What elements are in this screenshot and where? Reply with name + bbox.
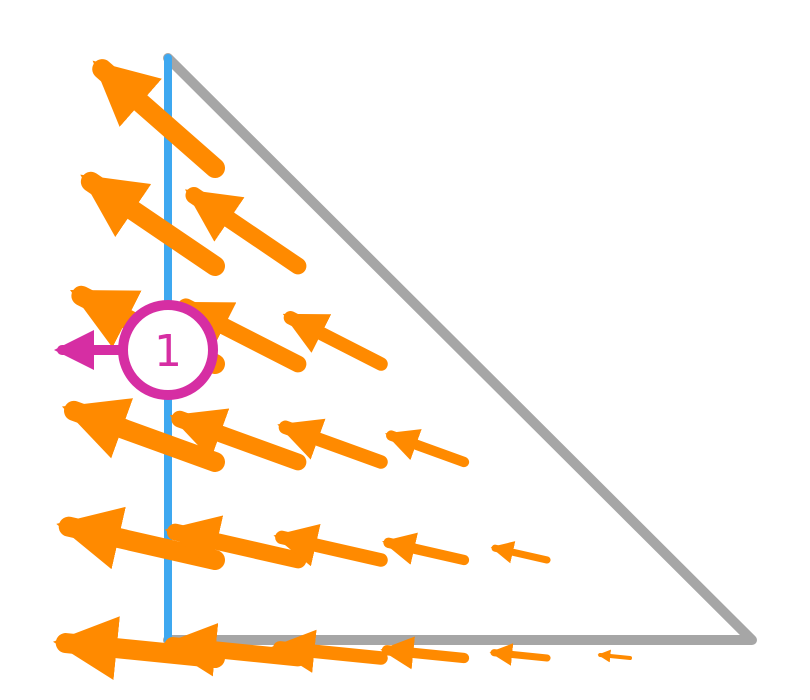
field-arrow bbox=[385, 429, 470, 468]
field-arrow bbox=[282, 311, 388, 371]
field-arrow bbox=[92, 59, 225, 178]
field-arrow bbox=[380, 636, 470, 670]
field-arrow bbox=[490, 541, 551, 564]
field-arrow bbox=[277, 418, 388, 469]
numbered-badge bbox=[118, 300, 218, 400]
field-arrow bbox=[597, 649, 632, 663]
field-arrow bbox=[273, 523, 388, 567]
triangle-hypotenuse-edge bbox=[163, 53, 757, 645]
field-arrow bbox=[489, 643, 551, 666]
flux-callout: 1 bbox=[54, 300, 218, 400]
field-arrow bbox=[80, 171, 225, 276]
field-arrow bbox=[271, 629, 388, 673]
field-arrow bbox=[184, 186, 307, 275]
field-arrow bbox=[382, 532, 470, 566]
badge-label: 1 bbox=[154, 326, 182, 377]
